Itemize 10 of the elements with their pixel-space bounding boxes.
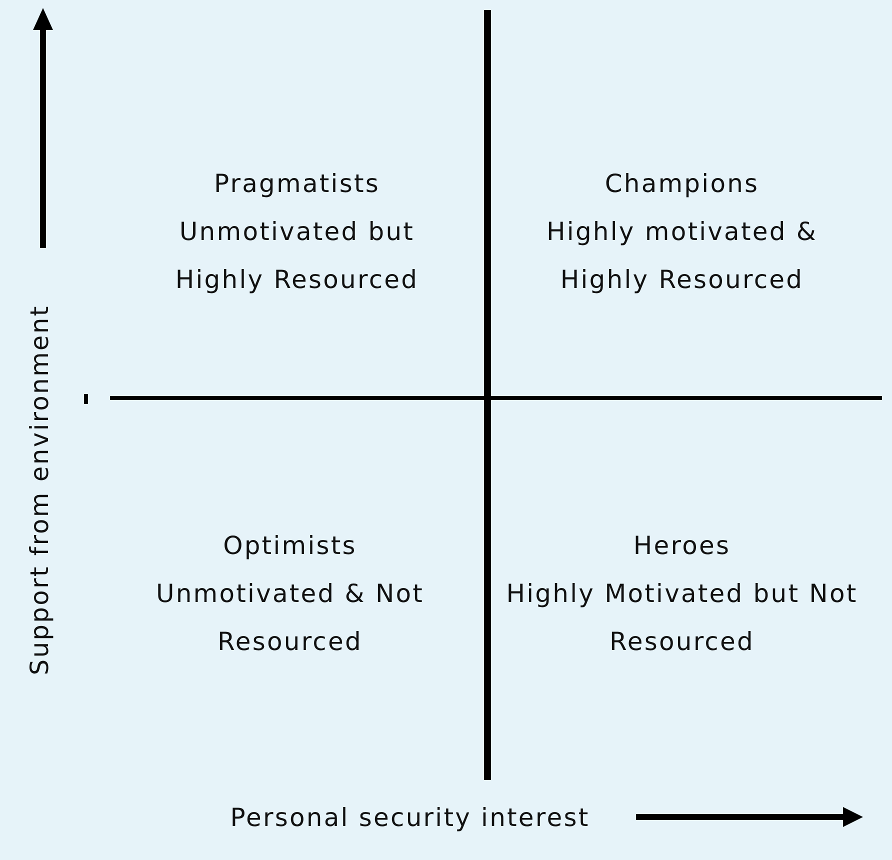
quadrant-description: Highly motivated & Highly Resourced [546, 216, 818, 296]
quadrant-title: Optimists [222, 530, 358, 562]
quadrant-title: Pragmatists [213, 168, 381, 200]
quadrant-title: Champions [604, 168, 760, 200]
quadrant-title: Heroes [632, 530, 732, 562]
quadrant-description: Unmotivated & Not Resourced [154, 578, 426, 658]
quadrant-description: Unmotivated but Highly Resourced [174, 216, 420, 296]
quadrant-description: Highly Motivated but Not Resourced [505, 578, 859, 658]
axis-label: Support from environment [25, 304, 55, 678]
axis-label: Personal security interest [229, 802, 591, 834]
